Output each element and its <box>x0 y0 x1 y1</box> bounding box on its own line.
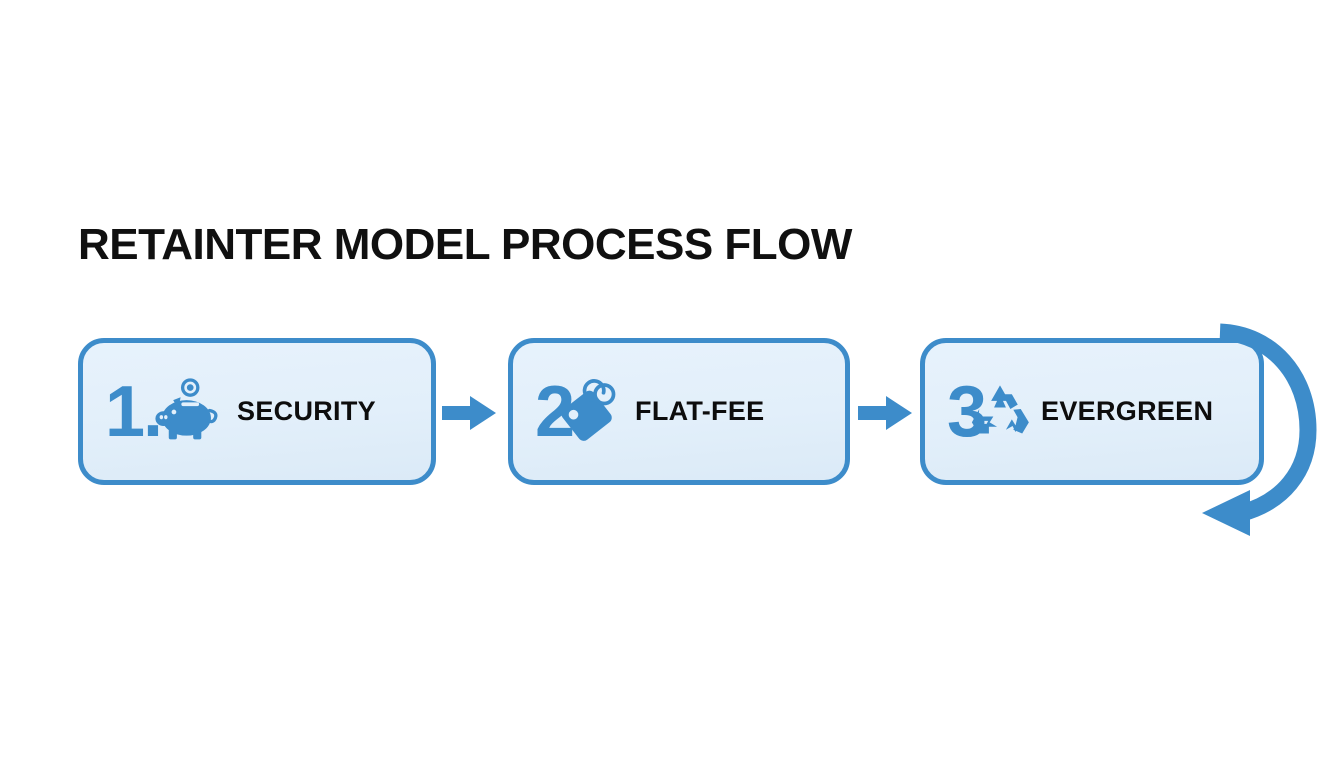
step-label: FLAT-FEE <box>635 396 765 426</box>
step-label: EVERGREEN <box>1041 396 1214 426</box>
step-content: 1. <box>83 375 431 449</box>
price-tag-icon <box>561 378 616 441</box>
step-number: 1. <box>105 371 163 452</box>
arrow-right-icon <box>442 396 496 430</box>
step-number: 3 <box>947 371 987 452</box>
step-label: SECURITY <box>237 396 376 426</box>
arrow-right-icon <box>858 396 912 430</box>
piggy-bank-icon <box>155 377 218 439</box>
page-title: RETAINTER MODEL PROCESS FLOW <box>78 220 852 269</box>
process-step-evergreen[interactable]: 3 EVERGREEN <box>920 338 1264 485</box>
step-content: 3 EVERGREEN <box>925 375 1259 449</box>
recycle-icon <box>971 384 1029 433</box>
process-flow-row: 1. <box>0 338 1344 488</box>
step-content: 2 FLAT-FEE <box>513 375 845 449</box>
process-step-flat-fee[interactable]: 2 FLAT-FEE <box>508 338 850 485</box>
process-step-security[interactable]: 1. <box>78 338 436 485</box>
